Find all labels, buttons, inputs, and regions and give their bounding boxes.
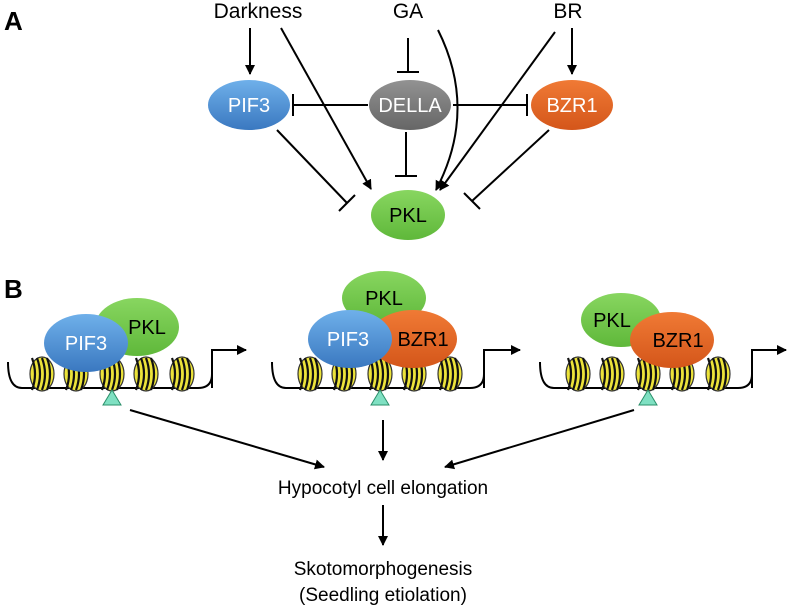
svg-text:BZR1: BZR1: [397, 329, 448, 351]
arrow-left-to-elongation: [129, 409, 325, 470]
nucleosome: [133, 356, 159, 392]
nucleosome: [635, 356, 661, 392]
binding-site-marker: [102, 389, 122, 406]
svg-text:PIF3: PIF3: [327, 329, 369, 351]
pif3-node: PIF3: [208, 80, 290, 130]
pif3-protein-left: PIF3: [44, 314, 128, 372]
pkl-label: PKL: [389, 205, 427, 227]
chromatin-right: [539, 345, 787, 406]
nucleosome: [297, 356, 323, 392]
bzr1-label: BZR1: [546, 95, 597, 117]
nucleosome: [437, 356, 463, 392]
inhibit-pif3-pkl: [276, 129, 356, 212]
della-label: DELLA: [378, 95, 442, 117]
inhibit-della-pif3: [292, 94, 368, 116]
svg-text:PIF3: PIF3: [65, 333, 107, 355]
bzr1-node: BZR1: [531, 80, 613, 130]
outcome-hypocotyl-elongation: Hypocotyl cell elongation: [278, 478, 488, 499]
signal-darkness: Darkness: [214, 0, 303, 23]
inhibit-bzr1-pkl: [463, 129, 550, 210]
arrow-darkness-pkl: [280, 27, 372, 190]
pif3-protein-middle: PIF3: [308, 310, 392, 368]
outcome-seedling-etiolation: (Seedling etiolation): [299, 585, 467, 606]
binding-site-marker: [370, 389, 390, 406]
nucleosome: [599, 356, 625, 392]
nucleosome: [565, 356, 591, 392]
transcription-start-arrow: [211, 345, 247, 388]
arrow-right-to-elongation: [444, 409, 635, 470]
nucleosome: [705, 356, 731, 392]
bzr1-protein-middle: BZR1: [369, 310, 457, 368]
nucleosome: [169, 356, 195, 392]
transcription-start-arrow: [751, 345, 787, 388]
svg-text:BZR1: BZR1: [652, 330, 703, 352]
complex-left: PKL PIF3: [44, 298, 179, 372]
panel-b-label: B: [4, 274, 23, 304]
inhibit-della-bzr1: [453, 94, 528, 116]
arrow-br-pkl: [439, 31, 556, 191]
transcription-start-arrow: [483, 345, 521, 388]
outcome-skotomorphogenesis: Skotomorphogenesis: [294, 559, 473, 580]
inhibit-ga-della: [397, 38, 419, 73]
della-node: DELLA: [369, 80, 451, 130]
pif3-label: PIF3: [228, 95, 270, 117]
signal-ga: GA: [393, 0, 423, 23]
svg-text:PKL: PKL: [365, 288, 403, 310]
svg-text:PKL: PKL: [128, 317, 166, 339]
panel-a-label: A: [4, 6, 23, 36]
inhibit-della-pkl: [395, 132, 417, 177]
pkl-node: PKL: [371, 190, 445, 240]
complex-middle: PKL BZR1 PIF3: [308, 271, 457, 368]
nucleosome: [29, 356, 55, 392]
binding-site-marker: [638, 389, 658, 406]
chromatin-left: [7, 345, 247, 406]
complex-right: PKL BZR1: [581, 293, 714, 368]
signal-br: BR: [553, 0, 582, 23]
svg-text:PKL: PKL: [593, 310, 631, 332]
arrow-ga-pkl: [435, 29, 459, 191]
bzr1-protein-right: BZR1: [630, 312, 714, 368]
